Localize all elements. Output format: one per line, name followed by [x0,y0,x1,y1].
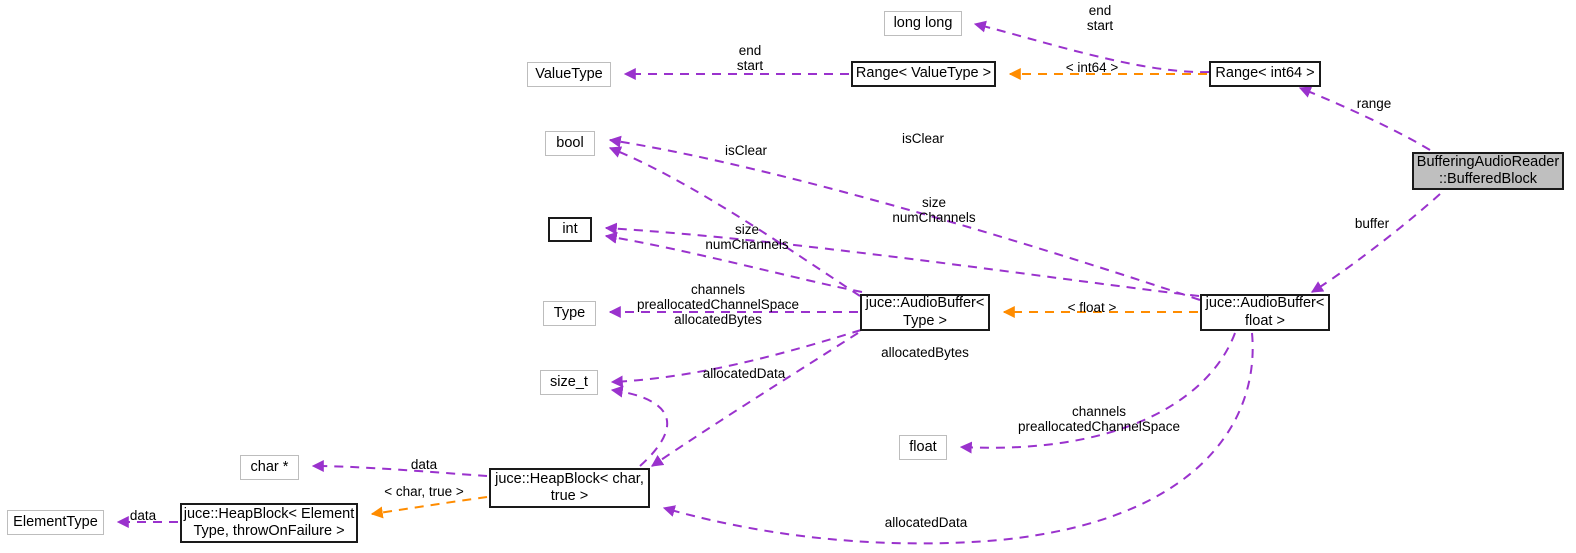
edge-label-float-template: < float > [1067,300,1117,315]
node-value-type[interactable]: ValueType [527,62,611,87]
node-label: ElementType [13,513,98,530]
node-label: float [909,438,937,455]
edge-label-size-numchannels-float: size numChannels [892,195,976,226]
node-label: ValueType [535,65,603,82]
edge-int-audiobuffer-float [604,222,1200,297]
edge-audiobuffer-float-buffered-block [1310,193,1441,293]
template-edges [370,68,1207,519]
edge-label-int64-template: < int64 > [1065,60,1119,75]
edge-heapblock-char-audiobuffer-float [662,332,1254,545]
node-juce-heapblock-elementtype[interactable]: juce::HeapBlock< Element Type, throwOnFa… [180,503,358,543]
node-element-type[interactable]: ElementType [7,510,104,535]
node-label: BufferingAudioReader ::BufferedBlock [1416,153,1560,187]
node-char-pointer[interactable]: char * [240,455,299,480]
node-label: int [562,220,578,237]
node-label: juce::HeapBlock< char, true > [495,470,644,504]
node-long-long[interactable]: long long [884,11,962,36]
edge-label-data-charptr: data [410,457,438,472]
edge-heapblock-char-audiobuffer-type [651,332,859,467]
edge-char-ptr-heapblock-char [311,460,488,477]
node-label: size_t [550,373,588,390]
node-label: juce::AudioBuffer< Type > [865,295,985,329]
node-label: long long [893,14,953,31]
node-float[interactable]: float [899,435,947,460]
node-label: bool [556,134,584,151]
edge-label-buffer: buffer [1354,216,1390,231]
node-juce-audiobuffer-type[interactable]: juce::AudioBuffer< Type > [860,294,990,331]
edge-label-end-start-int64: end start [1086,3,1114,34]
node-label: Range< ValueType > [855,65,992,82]
node-juce-heapblock-char-true[interactable]: juce::HeapBlock< char, true > [489,468,650,508]
usage-edges [116,20,1441,545]
node-label: char * [250,458,289,475]
edge-label-char-true-template: < char, true > [384,484,464,499]
node-juce-audiobuffer-float[interactable]: juce::AudioBuffer< float > [1200,294,1330,331]
node-range-int64[interactable]: Range< int64 > [1209,61,1321,87]
edge-size-t-heapblock-char [610,385,669,467]
node-int[interactable]: int [548,217,592,242]
node-bool[interactable]: bool [545,131,595,156]
node-label: Range< int64 > [1215,65,1315,82]
edge-long-long-range-int64 [973,20,1210,74]
edge-label-channels-prealloc-float: channels preallocatedChannelSpace [1017,404,1181,435]
node-label: juce::HeapBlock< Element Type, throwOnFa… [183,505,355,539]
edge-label-end-start-valuetype: end start [736,43,764,74]
edge-float-audiobuffer-float [959,332,1236,454]
edge-label-allocateddata-heapblock: allocatedData [884,515,968,530]
edge-bool-audiobuffer-type [608,146,861,297]
node-size-t[interactable]: size_t [540,370,598,395]
edge-label-data-elementtype: data [129,508,157,523]
node-buffering-audio-reader-buffered-block[interactable]: BufferingAudioReader ::BufferedBlock [1412,152,1564,190]
node-range-valuetype[interactable]: Range< ValueType > [851,61,996,87]
edge-label-allocateddata-sizet: allocatedData [702,366,786,381]
edge-label-size-numchannels-type: size numChannels [705,222,789,253]
node-label: juce::AudioBuffer< float > [1205,295,1325,329]
node-type[interactable]: Type [543,301,596,326]
edge-label-isclear-float: isClear [901,131,945,146]
node-label: Type [553,304,586,321]
edge-label-isclear-type: isClear [724,143,768,158]
edge-int-audiobuffer-type [604,231,863,293]
edge-heapblock-elem-heapblock-char [370,496,488,519]
edge-label-allocatedbytes: allocatedBytes [881,345,969,360]
edge-range-int64-buffered-block [1298,86,1431,151]
edge-label-channels-prealloc-allocatedbytes: channels preallocatedChannelSpace alloca… [636,282,800,328]
edge-label-range: range [1356,96,1392,111]
